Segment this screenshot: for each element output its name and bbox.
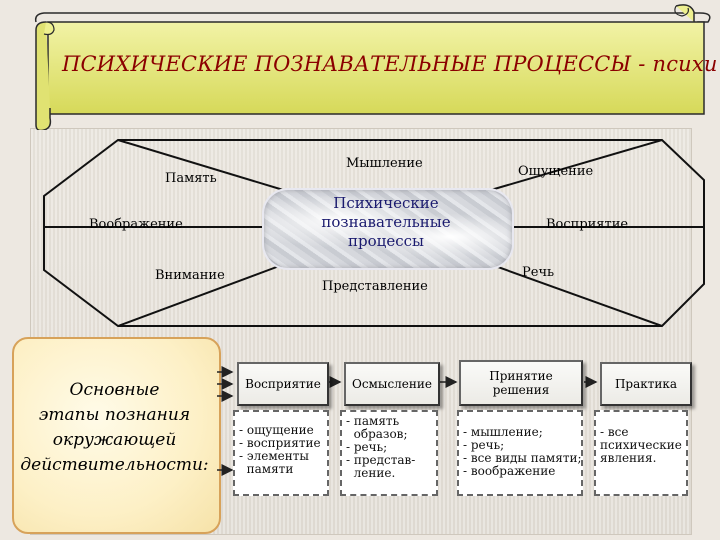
center-node-label: Психические познавательные процессы xyxy=(262,194,510,251)
stage-practice-label: Практика xyxy=(614,377,678,391)
stages-title-text: Основные этапы познания окружающей дейст… xyxy=(20,380,209,475)
node-memory: Память xyxy=(165,171,217,186)
stage-comprehension: Осмысление xyxy=(344,362,440,406)
stage-decision-details: - мышление; - речь; - все виды памяти; -… xyxy=(457,410,583,496)
stages-title: Основные этапы познания окружающей дейст… xyxy=(12,378,217,478)
node-sensation: Ощущение xyxy=(518,164,594,179)
stage-comprehension-details: - память образов; - речь; - представ- ле… xyxy=(340,410,438,496)
node-speech: Речь xyxy=(522,265,555,280)
node-thinking: Мышление xyxy=(346,156,423,171)
stage-decision: Принятие решения xyxy=(459,360,583,406)
stage-practice: Практика xyxy=(600,362,692,406)
stage-practice-details: - все психические явления. xyxy=(594,410,688,496)
banner-title: ПСИХИЧЕСКИЕ ПОЗНАВАТЕЛЬНЫЕ ПРОЦЕССЫ - пс… xyxy=(62,52,718,76)
stage-perception: Восприятие xyxy=(237,362,329,406)
center-node-box xyxy=(262,188,514,270)
stage-decision-label: Принятие решения xyxy=(489,369,553,397)
stage-comprehension-label: Осмысление xyxy=(352,377,432,391)
node-imagination: Воображение xyxy=(89,217,183,232)
stage-perception-label: Восприятие xyxy=(245,377,321,391)
node-perception: Восприятие xyxy=(546,217,629,232)
banner-scroll xyxy=(34,4,711,130)
stages-title-card xyxy=(12,337,221,534)
stage-perception-details: - ощущение - восприятие - элементы памят… xyxy=(233,410,329,496)
center-node-line: Психические познавательные процессы xyxy=(321,194,451,250)
node-representation: Представление xyxy=(322,279,428,294)
node-attention: Внимание xyxy=(155,268,225,283)
